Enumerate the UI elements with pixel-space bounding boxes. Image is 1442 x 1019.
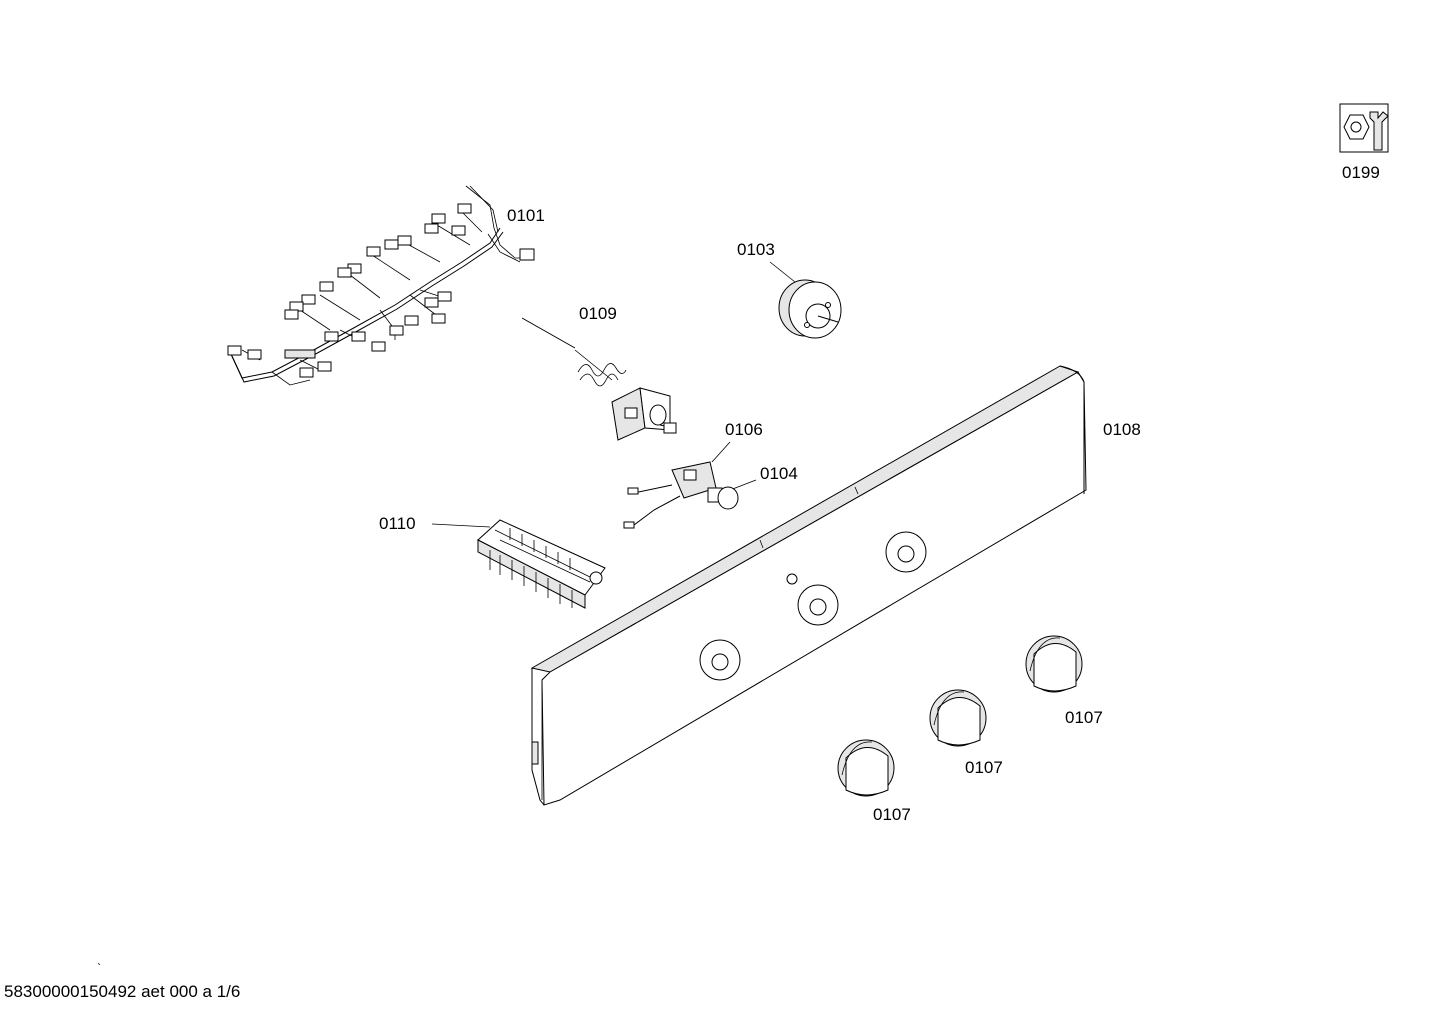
timer-motor xyxy=(769,261,842,339)
part-label-0110[interactable]: 0110 xyxy=(379,514,416,533)
switch-assembly xyxy=(623,441,757,529)
control-panel xyxy=(530,365,1087,806)
part-label-0108[interactable]: 0108 xyxy=(1103,420,1141,439)
part-label-0109[interactable]: 0109 xyxy=(579,304,617,323)
part-label-0104[interactable]: 0104 xyxy=(760,464,798,483)
part-label-0107[interactable]: 0107 xyxy=(873,805,911,824)
part-label-0101[interactable]: 0101 xyxy=(507,206,545,225)
tick-mark: ` xyxy=(97,961,101,975)
thermostat xyxy=(521,317,677,441)
wiring-harness xyxy=(227,185,535,386)
control-knob xyxy=(1025,635,1083,693)
document-id: 58300000150492 aet 000 a 1/6 xyxy=(4,982,241,1001)
part-label-0107[interactable]: 0107 xyxy=(1065,708,1103,727)
part-label-0199[interactable]: 0199 xyxy=(1342,163,1380,182)
part-label-0103[interactable]: 0103 xyxy=(737,240,775,259)
control-knob xyxy=(837,739,895,797)
part-label-0106[interactable]: 0106 xyxy=(725,420,763,439)
selector-switch xyxy=(431,519,606,609)
control-knob xyxy=(929,689,987,747)
nut-and-wrench-icon[interactable] xyxy=(1339,103,1389,153)
part-label-0107[interactable]: 0107 xyxy=(965,758,1003,777)
